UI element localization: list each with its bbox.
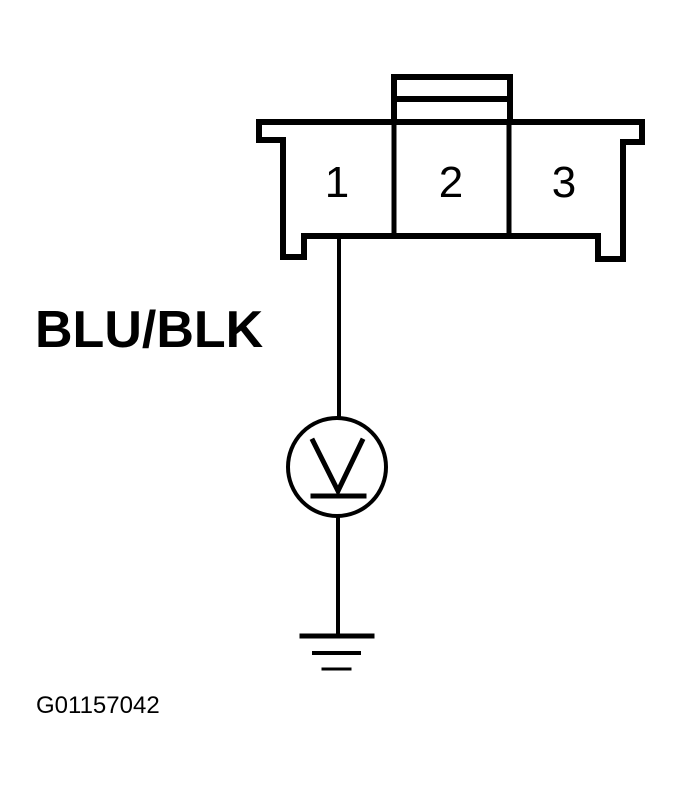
pin-3-label: 3 — [552, 158, 576, 207]
connector-lock-tab — [391, 74, 513, 125]
ground-icon — [299, 633, 375, 671]
figure-id: G01157042 — [36, 692, 160, 719]
pin-2-label: 2 — [439, 158, 463, 207]
voltmeter-icon — [286, 416, 388, 518]
wire-color-label: BLU/BLK — [35, 301, 264, 359]
pin-1-label: 1 — [325, 158, 349, 207]
connector-outline — [256, 119, 645, 262]
connector: 1 2 3 — [256, 74, 645, 262]
